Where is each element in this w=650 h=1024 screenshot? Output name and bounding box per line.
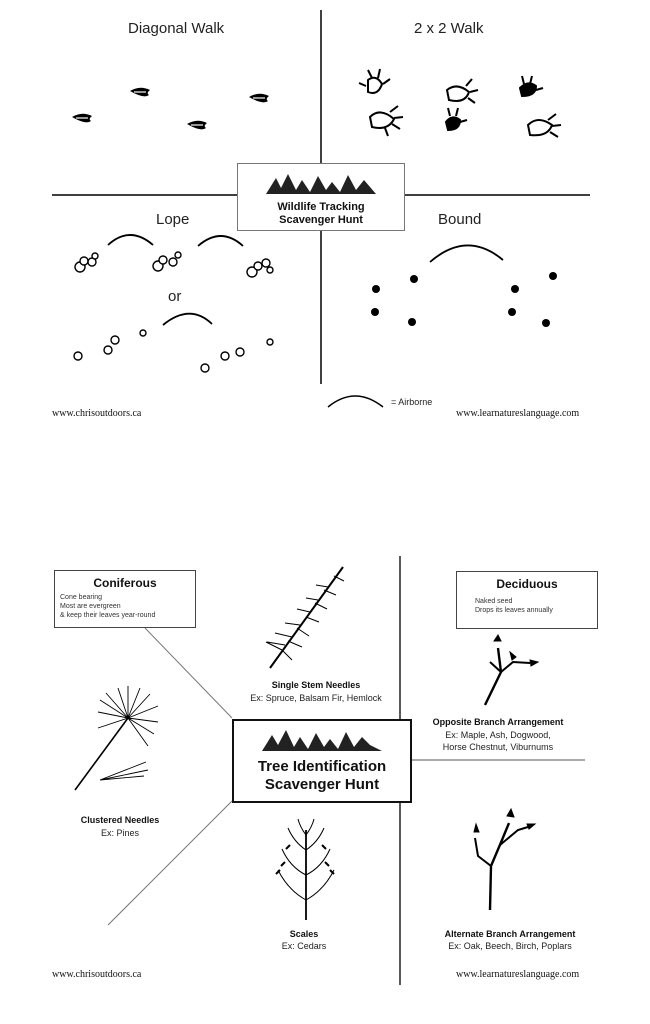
opposite-examples-2: Horse Chestnut, Viburnums <box>442 742 554 752</box>
coniferous-line-2: Most are evergreen <box>60 603 121 610</box>
wildlife-title-line2: Scavenger Hunt <box>279 214 363 226</box>
spruce-branch-icon <box>265 566 345 669</box>
cedar-branch-icon <box>275 818 335 920</box>
scales-examples: Ex: Cedars <box>281 941 327 951</box>
deciduous-line-2: Drops its leaves annually <box>475 607 553 614</box>
url-learnatureslanguage-top[interactable]: www.learnatureslanguage.com <box>456 408 580 419</box>
opposite-twig-icon <box>483 634 540 706</box>
bound-track-icon <box>371 272 557 327</box>
coniferous-box: Coniferous Cone bearing Most are evergre… <box>54 570 196 628</box>
lope-track-icon <box>73 251 274 373</box>
coniferous-line-1: Cone bearing <box>60 594 103 601</box>
clawed-track-icon <box>358 68 562 138</box>
forest-logo-icon <box>266 174 376 194</box>
single-stem-title: Single Stem Needles <box>271 680 361 690</box>
coniferous-title: Coniferous <box>93 576 157 590</box>
airborne-arc-icon <box>327 395 384 408</box>
two-by-two-walk-label: 2 x 2 Walk <box>414 20 484 37</box>
clustered-title: Clustered Needles <box>80 815 160 825</box>
deciduous-box: Deciduous Naked seed Drops its leaves an… <box>456 571 598 629</box>
opposite-title: Opposite Branch Arrangement <box>432 717 564 727</box>
deciduous-title: Deciduous <box>496 577 558 591</box>
diagonal-walk-label: Diagonal Walk <box>128 20 225 37</box>
clustered-examples: Ex: Pines <box>100 828 140 838</box>
wildlife-title-box: Wildlife Tracking Scavenger Hunt <box>237 163 405 231</box>
url-learnatureslanguage-bottom[interactable]: www.learnatureslanguage.com <box>456 969 580 980</box>
single-stem-examples: Ex: Spruce, Balsam Fir, Hemlock <box>250 693 382 703</box>
wildlife-title-line1: Wildlife Tracking <box>277 201 365 213</box>
deciduous-line-1: Naked seed <box>475 598 513 605</box>
or-label: or <box>168 288 182 305</box>
url-chrisoutdoors-top[interactable]: www.chrisoutdoors.ca <box>52 408 142 419</box>
url-chrisoutdoors-bottom[interactable]: www.chrisoutdoors.ca <box>52 969 142 980</box>
scales-title: Scales <box>289 929 319 939</box>
forest-logo-icon-2 <box>262 730 382 751</box>
deer-track-icon <box>72 87 269 130</box>
alternate-twig-icon <box>473 807 537 911</box>
tree-title-box: Tree Identification Scavenger Hunt <box>232 719 412 803</box>
bound-label: Bound <box>438 211 482 228</box>
alternate-title: Alternate Branch Arrangement <box>444 929 576 939</box>
airborne-legend: = Airborne <box>391 397 433 407</box>
opposite-examples-1: Ex: Maple, Ash, Dogwood, <box>445 730 551 740</box>
lope-label: Lope <box>156 211 190 228</box>
tree-title-line1: Tree Identification <box>257 758 387 775</box>
tree-title-line2: Scavenger Hunt <box>264 776 380 793</box>
coniferous-line-3: & keep their leaves year-round <box>60 612 156 619</box>
alternate-examples: Ex: Oak, Beech, Birch, Poplars <box>448 941 572 951</box>
pine-branch-icon <box>74 686 159 791</box>
